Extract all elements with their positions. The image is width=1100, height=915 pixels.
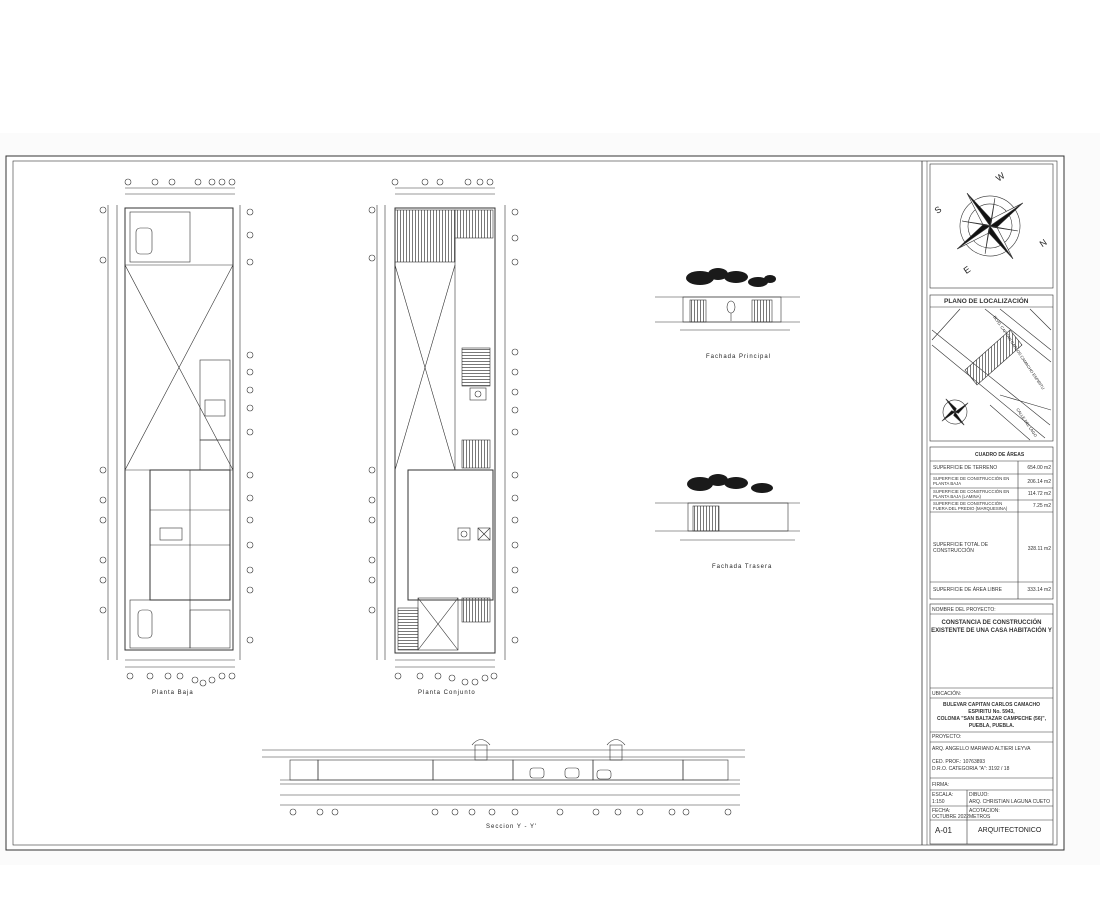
area-row-value: 654.00 m2 <box>1027 465 1051 471</box>
nombre-proyecto-line2: EXISTENTE DE UNA CASA HABITACIÓN Y <box>931 628 1052 634</box>
escala-label: ESCALA: <box>932 792 954 798</box>
planta-baja-label: Planta Baja <box>152 690 194 696</box>
dim-circles-left-1 <box>99 206 107 614</box>
dim-circles-top-1 <box>124 178 236 186</box>
compass-rose <box>957 193 1023 259</box>
dim-circles-section <box>289 808 732 816</box>
dim-circles-top-2 <box>391 178 494 186</box>
fachada-trasera-label: Fachada Trasera <box>712 564 773 570</box>
area-row-value: 7.25 m2 <box>1032 503 1051 509</box>
proyecto-ced: CED. PROF.: 10763893 <box>932 759 986 765</box>
tree-group-2 <box>687 474 773 493</box>
planta-baja-drawing <box>99 178 254 687</box>
inner-frame <box>12 160 1058 846</box>
fachada-principal-drawing <box>655 268 800 331</box>
dim-circles-left-2 <box>368 206 376 614</box>
area-row-label: SUPERFICIE DE CONSTRUCCIÓN EN PLANTA BAJ… <box>933 489 1010 499</box>
dim-circles-right-2 <box>511 208 519 644</box>
area-row-label: SUPERFICIE TOTAL DE CONSTRUCCIÓN <box>933 542 989 554</box>
area-row-value: 328.11 m2 <box>1027 546 1051 552</box>
area-row-label: SUPERFICIE DE ÁREA LIBRE <box>933 587 1002 593</box>
tree-group-1 <box>686 268 776 287</box>
area-row-label: SUPERFICIE DE CONSTRUCCIÓN EN PLANTA BAJ… <box>933 476 1010 486</box>
ubicacion-line1: BULEVAR CAPITAN CARLOS CAMACHO <box>942 702 1041 708</box>
proyecto-label: PROYECTO: <box>932 734 962 740</box>
localizacion-title: PLANO DE LOCALIZACIÓN <box>944 298 1029 305</box>
firma-label: FIRMA: <box>932 782 949 788</box>
dibujo-label: DIBUJO: <box>969 792 989 798</box>
outer-frame <box>5 155 1065 851</box>
dim-circles-bottom-2 <box>394 672 498 686</box>
ubicacion-line2: ESPIRITU No. 5943, <box>968 709 1015 715</box>
proyecto-dro: D.R.O. CATEGORIA "A": 3192 / 18 <box>932 766 1010 772</box>
area-row-value: 206.14 m2 <box>1027 479 1051 485</box>
fecha-label: FECHA: <box>932 808 951 814</box>
planta-conjunto-drawing <box>368 178 519 686</box>
dibujo-value: ARQ. CHRISTIAN LAGUNA CUETO <box>969 799 1051 805</box>
title-block <box>929 163 1054 845</box>
dim-circles-bottom-1 <box>126 672 236 687</box>
fecha-value: OCTUBRE 2022 <box>932 814 969 820</box>
ubicacion-line4: PUEBLA, PUEBLA. <box>968 723 1015 729</box>
ubicacion-line3: COLONIA "SAN BALTAZAR CAMPECHE (56)", <box>936 716 1047 722</box>
area-row-value: 114.72 m2 <box>1027 491 1051 497</box>
location-map <box>931 308 1052 441</box>
nombre-proyecto-line1: CONSTANCIA DE CONSTRUCCIÓN <box>941 620 1042 626</box>
fachada-principal-label: Fachada Principal <box>706 354 772 360</box>
sheet-name: ARQUITECTONICO <box>978 827 1042 834</box>
sheet-number: A-01 <box>935 826 952 835</box>
proyecto-name: ARQ. ANGELLO MARIANO ALTIERI LEYVA <box>932 746 1031 752</box>
cuadro-areas-title: CUADRO DE ÁREAS <box>975 452 1025 458</box>
seccion-label: Seccion Y - Y' <box>486 824 538 830</box>
seccion-drawing <box>262 739 745 816</box>
area-row-value: 333.14 m2 <box>1027 587 1051 593</box>
area-row-label: SUPERFICIE DE CONSTRUCCIÓN FUERA DEL PRE… <box>933 501 1008 511</box>
acotacion-label: ACOTACION: <box>969 808 1000 814</box>
dim-circles-right-1 <box>246 208 254 644</box>
nombre-proyecto-label: NOMBRE DEL PROYECTO: <box>932 607 996 613</box>
fachada-trasera-drawing <box>655 474 800 541</box>
acotacion-value: METROS <box>969 814 991 820</box>
area-row-label: SUPERFICIE DE TERRENO <box>933 465 998 471</box>
escala-value: 1:150 <box>932 799 945 805</box>
ubicacion-label: UBICACIÓN: <box>932 691 962 697</box>
planta-conjunto-label: Planta Conjunto <box>418 690 476 696</box>
